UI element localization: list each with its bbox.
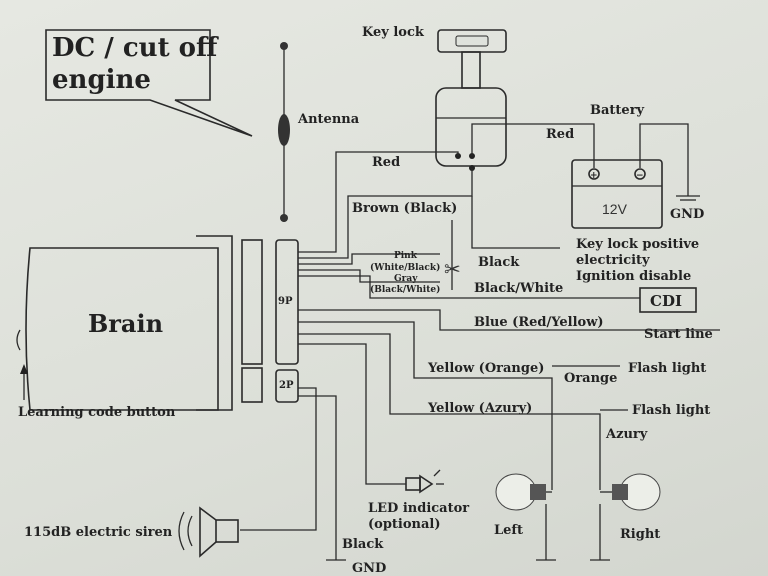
ignition-disable-label: Ignition disable <box>576 269 691 284</box>
callout-line2: engine <box>52 65 151 95</box>
callout-box: DC / cut off engine <box>45 29 253 137</box>
siren-label: 115dB electric siren <box>24 525 173 540</box>
cdi-box <box>639 287 697 313</box>
siren-icon <box>178 506 239 558</box>
key-positive-line1: Key lock positive <box>576 237 699 252</box>
gray-label: Gray <box>394 274 418 284</box>
battery-icon: + − 12V <box>571 159 663 229</box>
black-bottom-label: Black <box>342 537 384 552</box>
learning-code-label: Learning code button <box>18 405 176 420</box>
key-lock-label: Key lock <box>362 25 425 40</box>
red-top-label: Red <box>546 127 574 142</box>
led-label-1: LED indicator <box>368 501 469 516</box>
key-positive-line2: electricity <box>576 253 650 268</box>
battery-voltage: 12V <box>602 201 628 217</box>
arrow-up-icon <box>20 364 28 374</box>
led-label-2: (optional) <box>368 517 441 532</box>
cdi-label: CDI <box>650 292 682 310</box>
gnd-bottom-label: GND <box>352 561 386 576</box>
callout-line1: DC / cut off <box>52 33 219 63</box>
orange-label: Orange <box>564 371 617 386</box>
scissors-icon: ✂ <box>444 257 461 281</box>
yellow-orange-label: Yellow (Orange) <box>427 361 544 376</box>
pink-label: Pink <box>394 251 418 261</box>
flash-light-2-label: Flash light <box>632 403 710 418</box>
brain-label: Brain <box>88 309 163 338</box>
key-lock-icon <box>435 29 507 171</box>
white-black-label: (White/Black) <box>370 262 440 273</box>
azury-label: Azury <box>605 427 648 442</box>
flash-light-1-label: Flash light <box>628 361 706 376</box>
black-white-label: Black/White <box>474 281 563 296</box>
antenna-label: Antenna <box>297 112 360 127</box>
battery-minus: − <box>636 171 644 181</box>
left-label: Left <box>494 523 523 538</box>
left-flash-light-icon <box>495 473 556 561</box>
yellow-azury-label: Yellow (Azury) <box>427 401 532 416</box>
right-label: Right <box>620 527 660 542</box>
brain-module <box>16 235 299 411</box>
antenna-icon <box>278 42 290 222</box>
right-flash-light-icon <box>590 473 661 561</box>
battery-label: Battery <box>590 103 645 118</box>
battery-plus: + <box>590 171 598 181</box>
port-2p: 2P <box>279 380 294 391</box>
led-indicator-icon <box>405 469 444 494</box>
brown-black-label: Brown (Black) <box>352 201 457 216</box>
blue-label: Blue (Red/Yellow) <box>474 315 604 330</box>
battery-gnd-label: GND <box>670 207 704 222</box>
start-line-label: Start line <box>644 327 713 342</box>
port-9p: 9P <box>278 296 293 307</box>
black-white-small-label: (Black/White) <box>370 284 440 295</box>
red-left-label: Red <box>372 155 400 170</box>
black-label: Black <box>478 255 520 270</box>
